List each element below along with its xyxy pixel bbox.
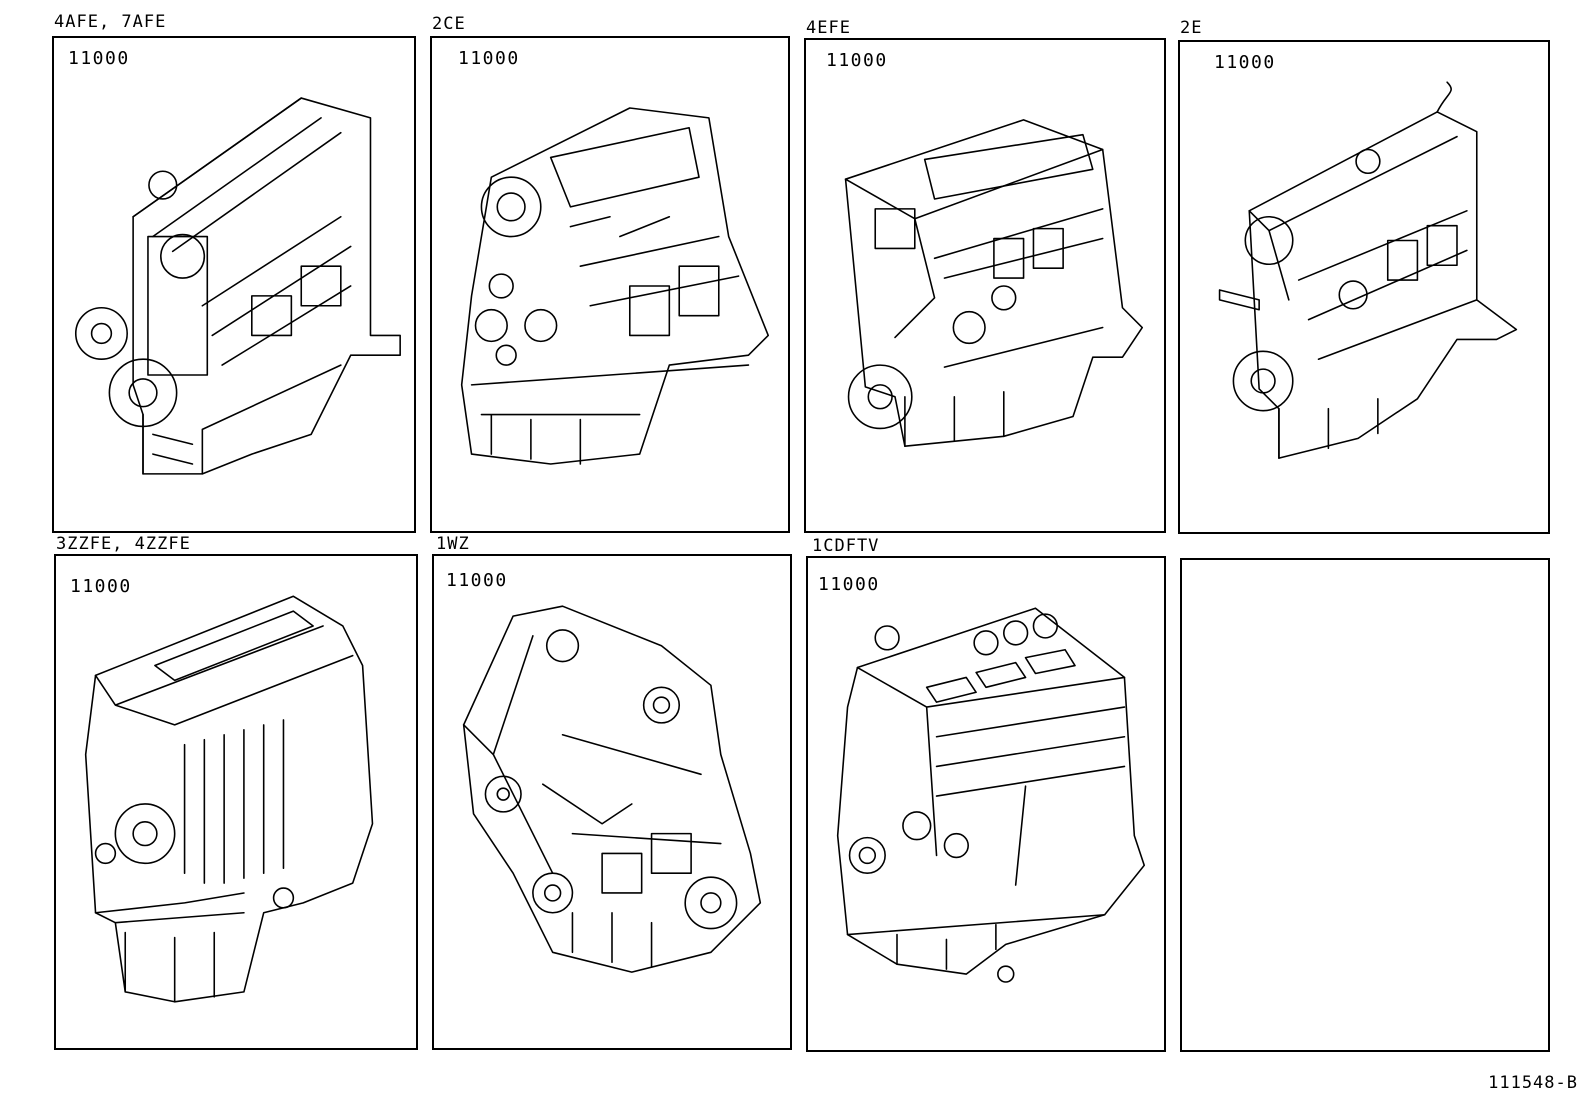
engine-panel-4efe[interactable]: 11000 xyxy=(804,38,1166,533)
part-number: 11000 xyxy=(1214,52,1276,73)
engine-panel-3zzfe-4zzfe[interactable]: 11000 xyxy=(54,554,418,1050)
engine-label-1wz: 1WZ xyxy=(436,534,470,554)
engine-illustration xyxy=(462,605,762,973)
engine-label-1cdftv: 1CDFTV xyxy=(812,536,880,556)
engine-illustration xyxy=(84,595,374,1003)
part-number: 11000 xyxy=(826,50,888,71)
engine-label-2ce: 2CE xyxy=(432,14,466,34)
engine-panel-1cdftv[interactable]: 11000 xyxy=(806,556,1166,1052)
part-number: 11000 xyxy=(458,48,520,69)
engine-panel-2ce[interactable]: 11000 xyxy=(430,36,790,533)
engine-label-4afe-7afe: 4AFE, 7AFE xyxy=(54,12,167,32)
reference-code: 111548-B xyxy=(1488,1073,1578,1093)
part-number: 11000 xyxy=(818,574,880,595)
part-number: 11000 xyxy=(70,576,132,597)
engine-label-3zzfe-4zzfe: 3ZZFE, 4ZZFE xyxy=(56,534,191,554)
engine-label-4efe: 4EFE xyxy=(806,18,851,38)
part-number: 11000 xyxy=(446,570,508,591)
engine-panel-2e[interactable]: 11000 xyxy=(1178,40,1550,534)
engine-illustration xyxy=(836,607,1146,983)
part-number: 11000 xyxy=(68,48,130,69)
engine-panel-empty[interactable] xyxy=(1180,558,1550,1052)
engine-illustration xyxy=(74,97,401,475)
engine-label-2e: 2E xyxy=(1180,18,1203,38)
engine-illustration xyxy=(460,107,770,465)
engine-panel-1wz[interactable]: 11000 xyxy=(432,554,792,1050)
engine-illustration xyxy=(1218,81,1518,459)
engine-panel-4afe-7afe[interactable]: 11000 xyxy=(52,36,416,533)
engine-illustration xyxy=(844,119,1144,447)
